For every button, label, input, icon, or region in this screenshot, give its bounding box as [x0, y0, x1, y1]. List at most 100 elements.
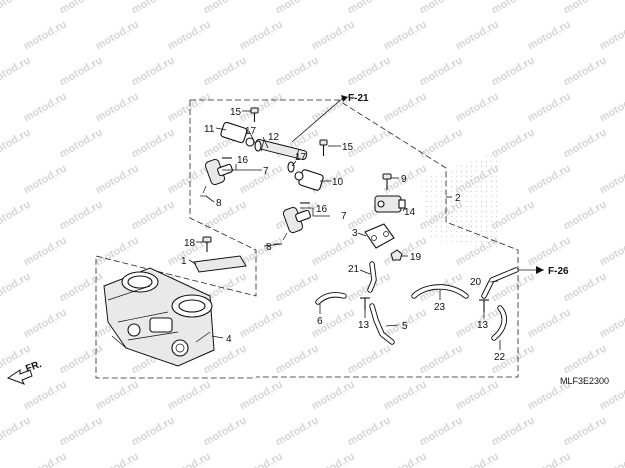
throttle-body	[103, 267, 215, 367]
hose-20	[481, 267, 519, 299]
watermark-text: motod.ru	[382, 90, 429, 124]
watermark-text: motod.ru	[382, 450, 429, 468]
watermark-text: motod.ru	[310, 378, 357, 412]
label-part-23: 23	[434, 302, 446, 313]
assembly-outline-lower	[95, 100, 257, 379]
leader-lines	[188, 96, 544, 350]
watermark-text: motod.ru	[130, 54, 177, 88]
bolt-18	[202, 236, 212, 252]
watermark-text: motod.ru	[454, 450, 501, 468]
label-part-8a: 8	[216, 198, 222, 209]
watermark-text: motod.ru	[130, 126, 177, 160]
ref-f21: F-21	[348, 93, 369, 104]
watermark-text: motod.ru	[238, 306, 285, 340]
label-part-13b: 13	[477, 320, 489, 331]
watermark-text: motod.ru	[202, 0, 249, 17]
watermark-text: motod.ru	[382, 378, 429, 412]
watermark-text: motod.ru	[562, 414, 609, 448]
watermark-text: motod.ru	[238, 18, 285, 52]
watermark-text: motod.ru	[526, 450, 573, 468]
watermark-text: motod.ru	[490, 0, 537, 17]
label-part-13a: 13	[358, 320, 370, 331]
label-part-19: 19	[410, 252, 422, 263]
watermark-text: motod.ru	[310, 18, 357, 52]
watermark-text: motod.ru	[598, 306, 625, 340]
watermark-text: motod.ru	[598, 450, 625, 468]
watermark-text: motod.ru	[526, 306, 573, 340]
fuel-joint-10	[294, 169, 324, 191]
clip-13a	[360, 297, 370, 310]
watermark-text: motod.ru	[22, 162, 69, 196]
watermark-text: motod.ru	[562, 270, 609, 304]
label-part-22: 22	[494, 352, 506, 363]
label-part-10: 10	[332, 177, 344, 188]
front-label: FR.	[24, 359, 43, 375]
watermark-text: motod.ru	[130, 0, 177, 17]
watermark-text: motod.ru	[22, 90, 69, 124]
ref-f26: F-26	[548, 266, 569, 277]
watermark-text: motod.ru	[22, 18, 69, 52]
watermark-text: motod.ru	[310, 450, 357, 468]
hose-22	[491, 305, 507, 341]
label-part-14: 14	[404, 207, 416, 218]
label-part-8b: 8	[266, 242, 272, 253]
plate-1	[193, 255, 247, 273]
injector-lower	[274, 206, 311, 245]
watermark-text: motod.ru	[0, 198, 33, 232]
watermark-text: motod.ru	[130, 414, 177, 448]
label-part-6: 6	[317, 316, 323, 327]
shaded-area	[420, 150, 500, 250]
watermark-text: motod.ru	[526, 234, 573, 268]
watermark-text: motod.ru	[454, 90, 501, 124]
watermark-text: motod.ru	[0, 54, 33, 88]
hose-5	[369, 303, 395, 345]
watermark-text: motod.ru	[418, 54, 465, 88]
label-part-2: 2	[455, 193, 461, 204]
bolt-15a	[250, 107, 259, 122]
watermark-text: motod.ru	[346, 54, 393, 88]
watermark-text: motod.ru	[526, 90, 573, 124]
watermark-text: motod.ru	[58, 126, 105, 160]
watermark-text: motod.ru	[202, 414, 249, 448]
watermark-text: motod.ru	[238, 378, 285, 412]
f26-arrow	[536, 266, 544, 274]
o-ring-17a	[254, 140, 262, 152]
watermark-text: motod.ru	[598, 18, 625, 52]
watermark-text: motod.ru	[418, 126, 465, 160]
watermark-text: motod.ru	[58, 270, 105, 304]
label-part-17a: 17	[245, 126, 257, 137]
watermark-text: motod.ru	[166, 378, 213, 412]
f21-arrow	[341, 95, 348, 102]
watermark-text: motod.ru	[58, 414, 105, 448]
watermark-text: motod.ru	[454, 378, 501, 412]
label-part-16b: 16	[316, 204, 328, 215]
watermark-text: motod.ru	[58, 54, 105, 88]
watermark-text: motod.ru	[0, 0, 33, 17]
watermark-text: motod.ru	[94, 234, 141, 268]
watermark-text: motod.ru	[94, 90, 141, 124]
watermark-text: motod.ru	[166, 90, 213, 124]
watermark-text: motod.ru	[0, 270, 33, 304]
label-part-12: 12	[268, 132, 280, 143]
label-part-11: 11	[204, 124, 215, 135]
front-arrow-icon	[6, 369, 33, 385]
watermark-text: motod.ru	[202, 198, 249, 232]
watermark-text: motod.ru	[418, 342, 465, 376]
label-part-7a: 7	[263, 166, 269, 177]
label-part-7b: 7	[341, 211, 347, 222]
watermark-text: motod.ru	[598, 90, 625, 124]
assembly-outline-upper	[190, 99, 519, 378]
watermark-text: motod.ru	[58, 342, 105, 376]
watermark-text: motod.ru	[418, 414, 465, 448]
watermark-text: motod.ru	[58, 198, 105, 232]
hose-21	[367, 261, 377, 293]
hose-6	[315, 292, 347, 305]
watermark-text: motod.ru	[274, 270, 321, 304]
sensor-14	[374, 195, 406, 213]
watermark-text: motod.ru	[562, 126, 609, 160]
watermark-text: motod.ru	[22, 234, 69, 268]
watermark-text: motod.ru	[22, 450, 69, 468]
watermark-text: motod.ru	[490, 414, 537, 448]
watermark-text: motod.ru	[562, 198, 609, 232]
